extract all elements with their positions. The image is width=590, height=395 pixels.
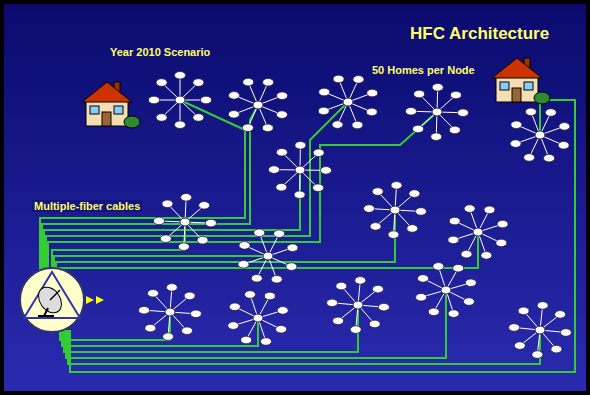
fiber-cable <box>70 100 575 372</box>
cable-label: Multiple-fiber cables <box>32 200 142 212</box>
fiber-node <box>228 78 287 131</box>
scenario-label: Year 2010 Scenario <box>110 46 210 58</box>
fiber-node <box>238 229 298 283</box>
fiber-node <box>416 263 477 318</box>
fiber-cable <box>56 210 395 300</box>
fiber-node <box>149 72 212 129</box>
headend-icon <box>20 268 84 332</box>
fiber-cables <box>40 100 575 372</box>
slide-title: HFC Architecture <box>410 24 549 44</box>
fiber-node <box>318 75 377 129</box>
fiber-cable <box>58 232 478 300</box>
fiber-cable <box>62 318 258 346</box>
fiber-node <box>327 277 390 334</box>
fiber-node <box>364 182 427 239</box>
fiber-node <box>139 284 202 341</box>
arrow-marks <box>86 296 104 304</box>
fiber-node <box>406 84 469 141</box>
fiber-node <box>509 302 572 359</box>
fiber-node <box>228 291 288 346</box>
node-stars <box>139 72 572 359</box>
fiber-cable <box>68 330 540 364</box>
house-icon <box>82 82 140 128</box>
background <box>4 4 586 391</box>
fiber-node <box>154 194 217 251</box>
house-icon <box>492 58 550 104</box>
fiber-node <box>510 108 570 162</box>
fiber-node <box>448 205 508 259</box>
fiber-cable <box>66 290 446 358</box>
homes-label: 50 Homes per Node <box>372 64 475 76</box>
fiber-cable <box>64 305 358 352</box>
fiber-node <box>269 142 332 199</box>
